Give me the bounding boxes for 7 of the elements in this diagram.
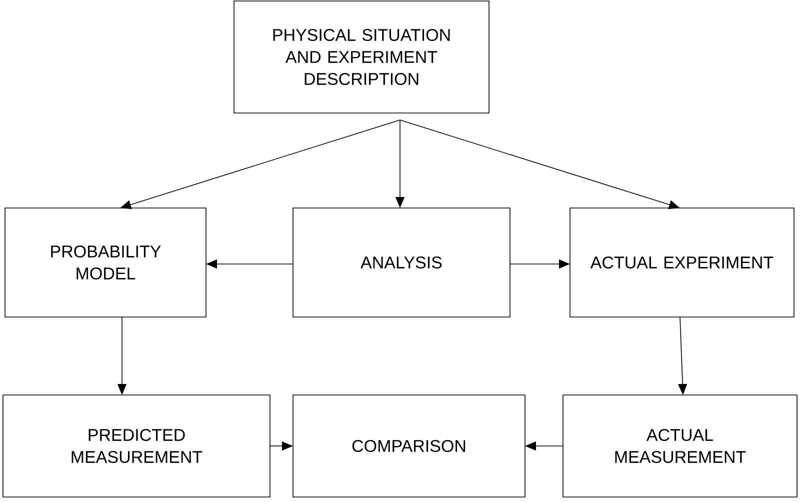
process-box: ACTUAL EXPERIMENT [570,208,794,318]
process-box: PHYSICAL SITUATION AND EXPERIMENT DESCRIPTION [234,0,490,114]
process-box: ACTUAL MEASUREMENT [562,394,798,498]
process-box: ANALYSIS [292,208,510,318]
process-box: COMPARISON [292,394,526,498]
process-box: PREDICTED MEASUREMENT [2,394,270,498]
process-box: PROBABILITY MODEL [4,208,206,318]
